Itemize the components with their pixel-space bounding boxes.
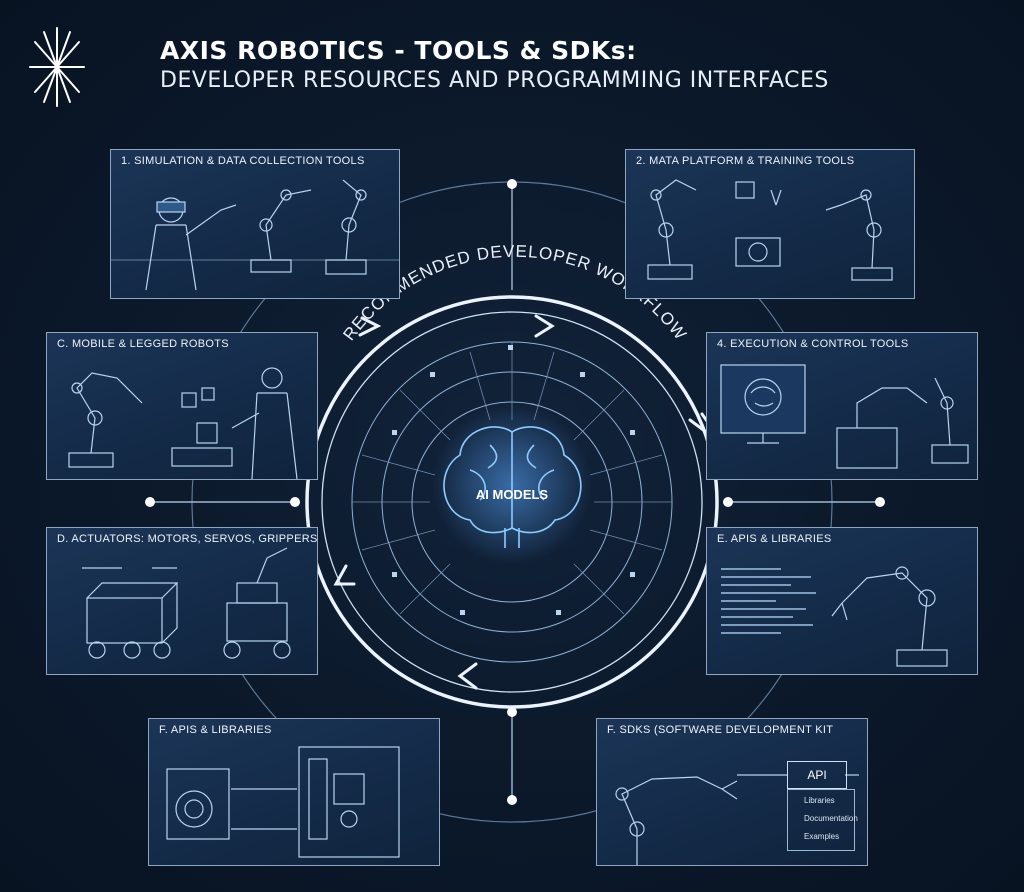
panel-apis-libraries-bottom[interactable]: F. APIS & LIBRARIES: [148, 718, 440, 866]
monitor-robot-illustration: [720, 364, 969, 469]
hardware-components-illustration: [166, 746, 400, 858]
robot-and-engineer-illustration: [68, 367, 298, 479]
panel-label: 1. SIMULATION & DATA COLLECTION TOOLS: [121, 155, 365, 167]
panel-mobile-legged-robots[interactable]: C. MOBILE & LEGGED ROBOTS: [46, 332, 318, 480]
connector-node-bottom-outer: [507, 795, 517, 805]
hub-label: AI MODELS: [476, 487, 549, 502]
panel-mata-platform[interactable]: 2. MATA PLATFORM & TRAINING TOOLS: [625, 149, 915, 299]
code-and-arm-illustration: [721, 566, 948, 667]
connector-node-bottom: [507, 707, 517, 717]
sdk-list-item-examples: Examples: [804, 832, 840, 841]
panel-label: 4. EXECUTION & CONTROL TOOLS: [717, 338, 909, 350]
connector-node-top: [507, 179, 517, 189]
sdk-list-item-documentation: Documentation: [804, 814, 858, 823]
page-title: AXIS ROBOTICS - TOOLS & SDKs:: [160, 36, 637, 65]
workflow-ring: [305, 295, 719, 709]
panel-label: E. APIS & LIBRARIES: [717, 533, 832, 545]
panel-label: F. SDKS (SOFTWARE DEVELOPMENT KIT: [607, 724, 834, 736]
panel-apis-libraries-right[interactable]: E. APIS & LIBRARIES: [706, 527, 978, 675]
panel-label: C. MOBILE & LEGGED ROBOTS: [57, 338, 229, 350]
sdk-list-item-libraries: Libraries: [804, 796, 835, 805]
starburst-logo-icon: [29, 27, 85, 107]
connector-node-right: [723, 497, 733, 507]
panel-actuators[interactable]: D. ACTUATORS: MOTORS, SERVOS, GRIPPERS: [46, 527, 318, 675]
page-subtitle: DEVELOPER RESOURCES AND PROGRAMMING INTE…: [160, 68, 829, 93]
api-box: API: [787, 761, 847, 789]
panel-label: D. ACTUATORS: MOTORS, SERVOS, GRIPPERS: [57, 533, 318, 545]
robot-arms-illustration: [647, 179, 893, 281]
panel-sdks[interactable]: API Libraries Documentation Examples F. …: [596, 718, 868, 866]
mobile-robots-illustration: [82, 547, 291, 659]
sdk-list-box: Libraries Documentation Examples: [787, 789, 858, 851]
vr-robot-arm-illustration: [111, 179, 399, 291]
panel-simulation-tools[interactable]: 1. SIMULATION & DATA COLLECTION TOOLS: [110, 149, 400, 299]
panel-label: F. APIS & LIBRARIES: [159, 724, 272, 736]
sdk-arm-illustration: [615, 774, 859, 865]
connector-node-left: [290, 497, 300, 507]
panel-execution-control[interactable]: 4. EXECUTION & CONTROL TOOLS: [706, 332, 978, 480]
connector-node-right-outer: [875, 497, 885, 507]
connector-node-left-outer: [145, 497, 155, 507]
ai-brain-icon: [443, 426, 582, 548]
panel-label: 2. MATA PLATFORM & TRAINING TOOLS: [636, 155, 855, 167]
